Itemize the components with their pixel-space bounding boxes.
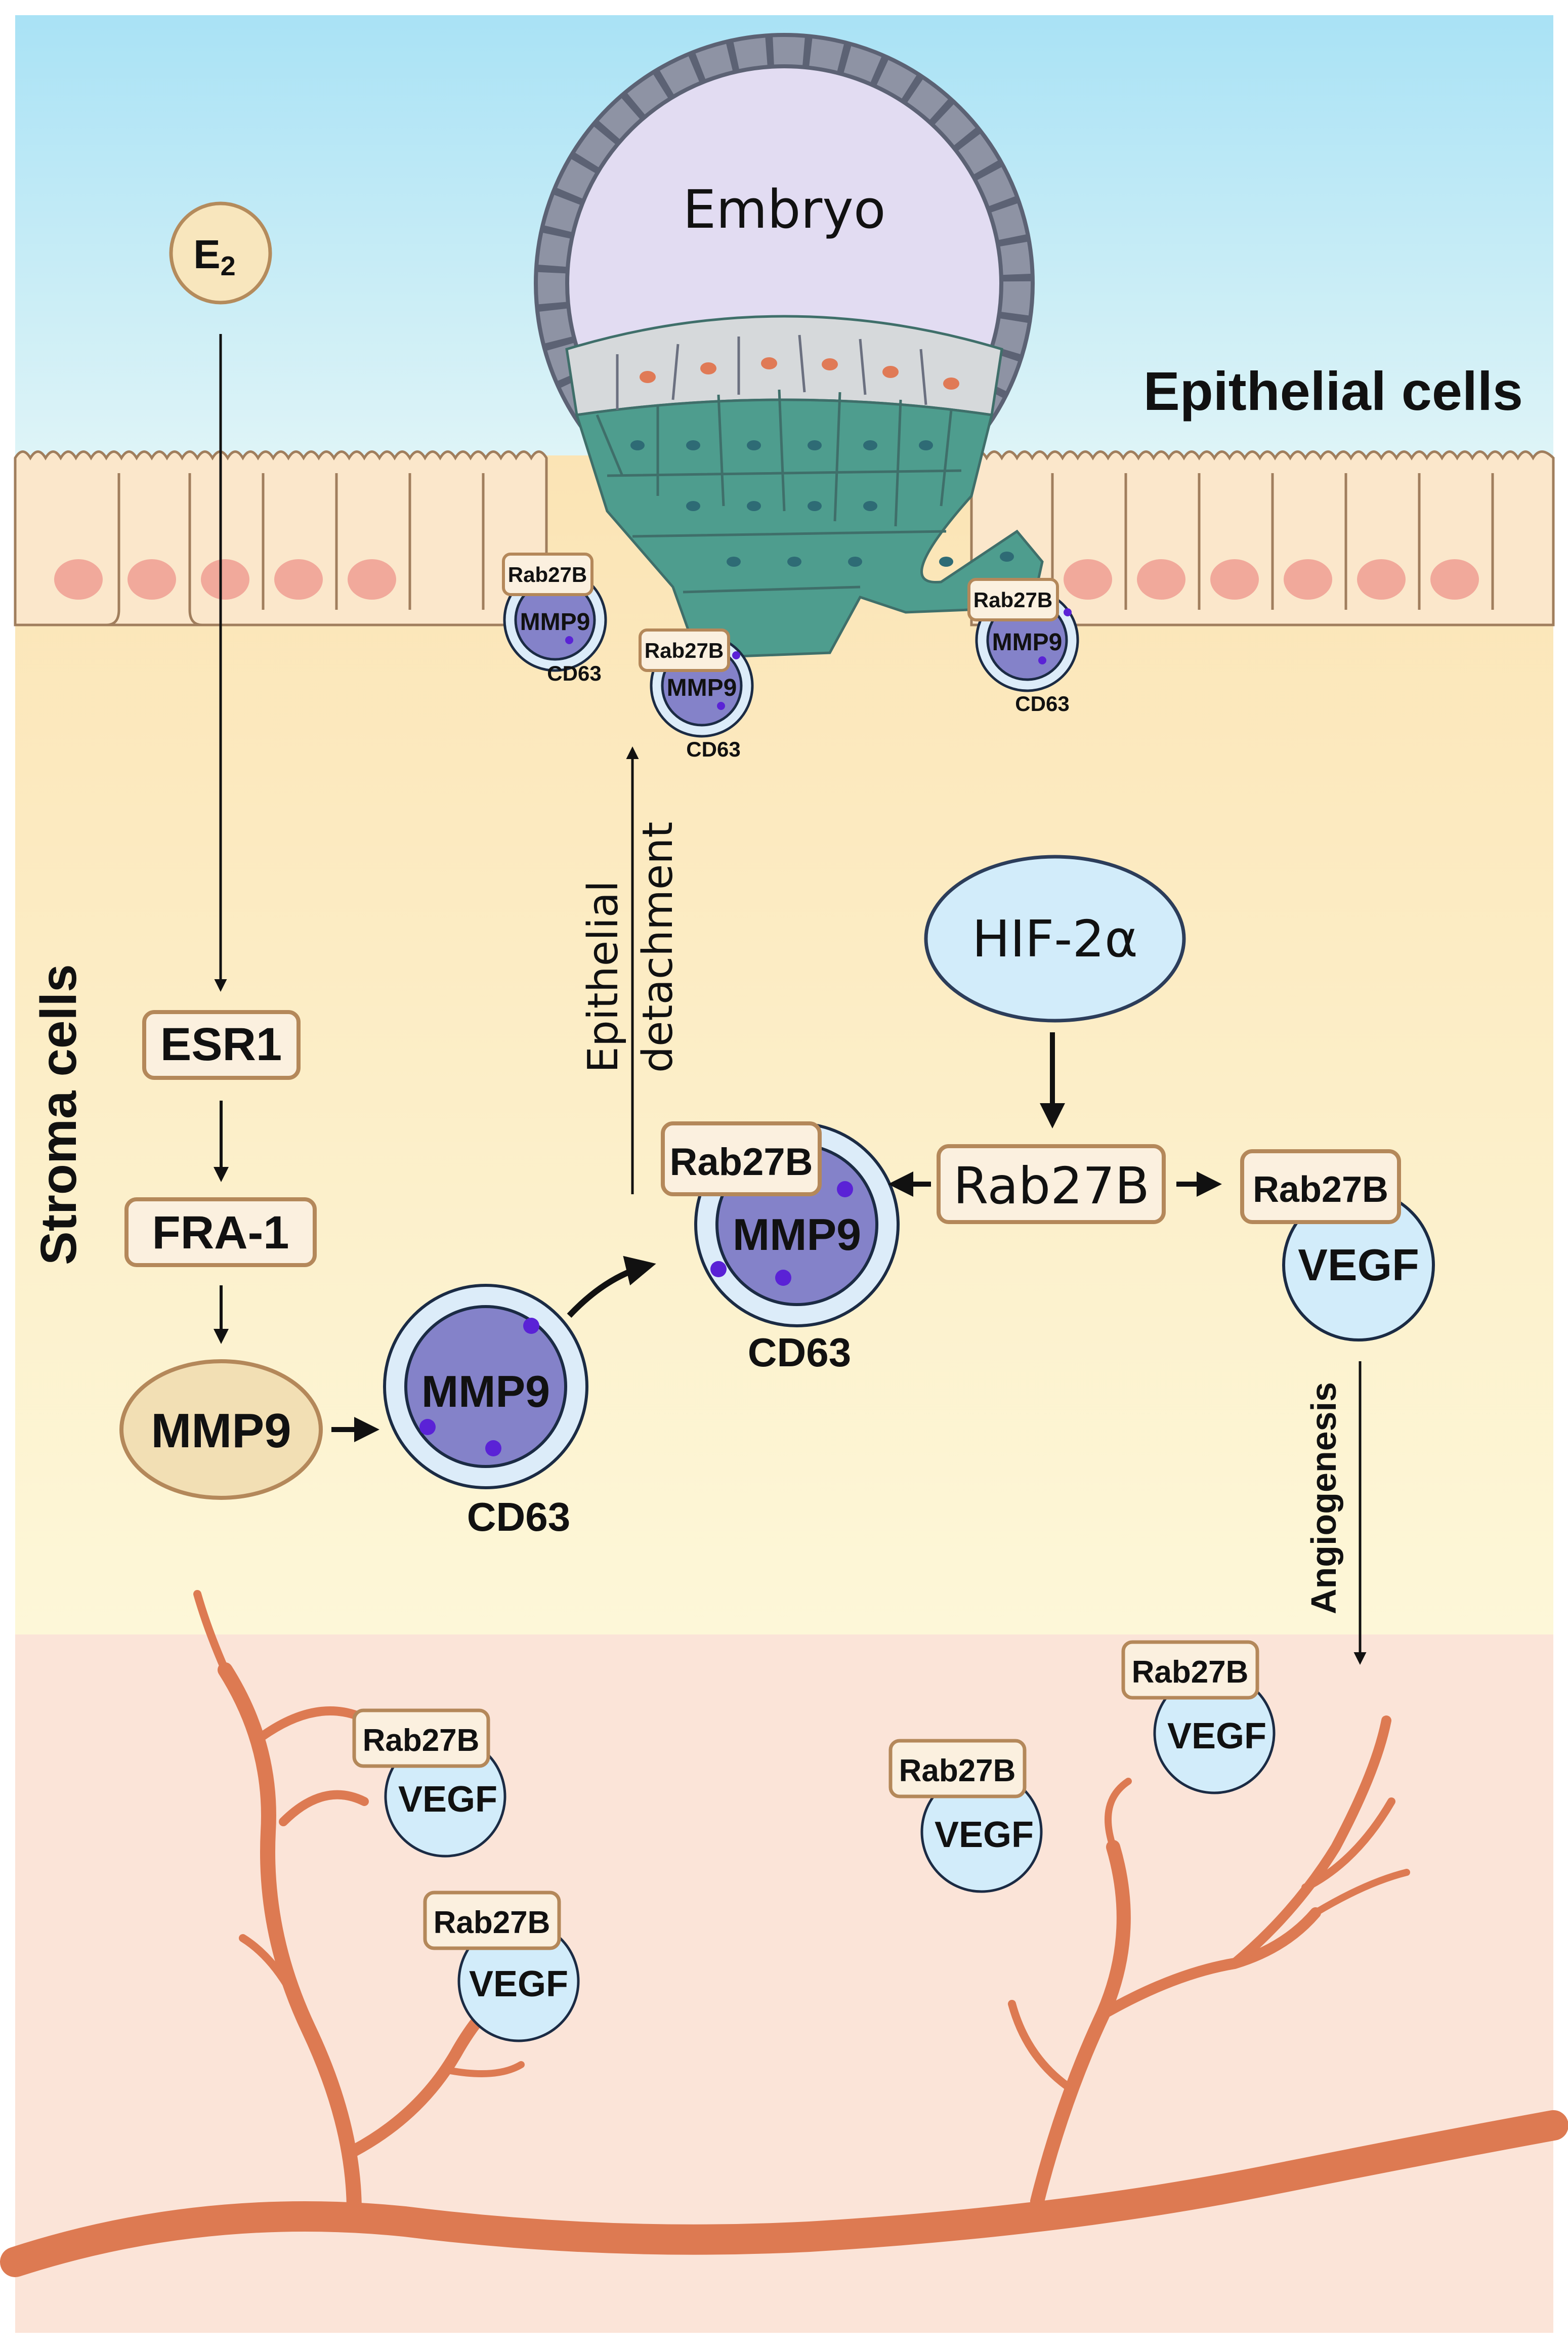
mmp9-cell-label: MMP9 [151, 1404, 291, 1458]
rab27b-box-label: Rab27B [953, 1156, 1150, 1215]
vegf-vesicle-main: Rab27B VEGF [1240, 1149, 1435, 1341]
rab27b-box: Rab27B [937, 1144, 1166, 1224]
e2-label: E2 [193, 232, 235, 281]
blood-vessels [0, 1590, 1568, 2277]
vesicle-1-mmp9-label: MMP9 [421, 1366, 550, 1416]
fra1-box: FRA-1 [124, 1197, 317, 1267]
vegf-main-label: VEGF [1298, 1240, 1419, 1290]
small-vesicle-1-cd63: CD63 [547, 661, 601, 685]
epithelial-detachment-line-1: Epithelial [579, 881, 627, 1073]
vesicle-1-cd63-label: CD63 [467, 1494, 571, 1539]
hif2a-label: HIF-2α [972, 909, 1138, 969]
vegf-vesicle-4: Rab27B VEGF [1121, 1640, 1276, 1794]
vegf-1-label: VEGF [398, 1779, 497, 1820]
vegf-3-rab27b: Rab27B [899, 1753, 1016, 1788]
epithelial-detachment-line-2: detachment [634, 822, 682, 1073]
e2-node: E2 [169, 201, 272, 305]
angiogenesis-label: Angiogenesis [1304, 1382, 1343, 1614]
vesicle-mmp9-cd63: MMP9 CD63 [383, 1284, 588, 1539]
small-vesicle-1: Rab27B MMP9 CD63 [502, 553, 607, 685]
vesicle-2-rab27b-label: Rab27B [670, 1141, 813, 1184]
small-vesicle-2-cd63: CD63 [686, 737, 740, 761]
vesicle-2-mmp9-label: MMP9 [733, 1209, 861, 1260]
epithelial-cells-label: Epithelial cells [1143, 360, 1523, 422]
small-vesicle-2: Rab27B MMP9 CD63 [639, 628, 754, 761]
vesicle-rab27b-mmp9-cd63: Rab27B MMP9 CD63 [661, 1121, 900, 1375]
small-vesicle-3-rab27b: Rab27B [973, 588, 1052, 612]
esr1-label: ESR1 [160, 1019, 282, 1070]
esr1-box: ESR1 [142, 1010, 301, 1080]
vegf-4-label: VEGF [1167, 1716, 1266, 1756]
vegf-1-rab27b: Rab27B [363, 1723, 480, 1758]
vegf-2-rab27b: Rab27B [434, 1905, 550, 1940]
vegf-vesicle-1: Rab27B VEGF [352, 1708, 506, 1858]
epithelial-layer [14, 450, 1555, 626]
small-vesicle-1-rab27b: Rab27B [508, 563, 587, 586]
small-vesicle-3-cd63: CD63 [1015, 692, 1069, 716]
vegf-main-rab27b-label: Rab27B [1253, 1169, 1388, 1210]
vegf-vesicle-2: Rab27B VEGF [423, 1891, 580, 2042]
mmp9-cell: MMP9 [119, 1359, 323, 1500]
small-vesicle-3-mmp9: MMP9 [992, 629, 1063, 656]
small-vesicle-2-rab27b: Rab27B [645, 639, 724, 662]
small-vesicle-2-mmp9: MMP9 [667, 675, 737, 701]
nuclei [54, 559, 1479, 600]
embryo: Embryo [534, 33, 1044, 659]
hif2a-node: HIF-2α [924, 855, 1186, 1023]
embryo-label: Embryo [683, 179, 886, 240]
vegf-3-label: VEGF [935, 1815, 1034, 1855]
vegf-4-rab27b: Rab27B [1132, 1655, 1249, 1690]
vegf-2-label: VEGF [469, 1964, 568, 2004]
small-vesicle-3: Rab27B MMP9 CD63 [967, 578, 1079, 716]
fra1-label: FRA-1 [152, 1207, 289, 1259]
small-vesicle-1-mmp9: MMP9 [520, 609, 590, 636]
stroma-cells-label: Stroma cells [30, 964, 87, 1265]
vesicle-2-cd63-label: CD63 [748, 1330, 852, 1375]
vesicle-to-rab27b-vesicle-arrow [567, 1255, 656, 1318]
epithelial-detachment-label: Epithelial detachment [579, 822, 682, 1073]
vegf-vesicle-3: Rab27B VEGF [888, 1739, 1043, 1893]
